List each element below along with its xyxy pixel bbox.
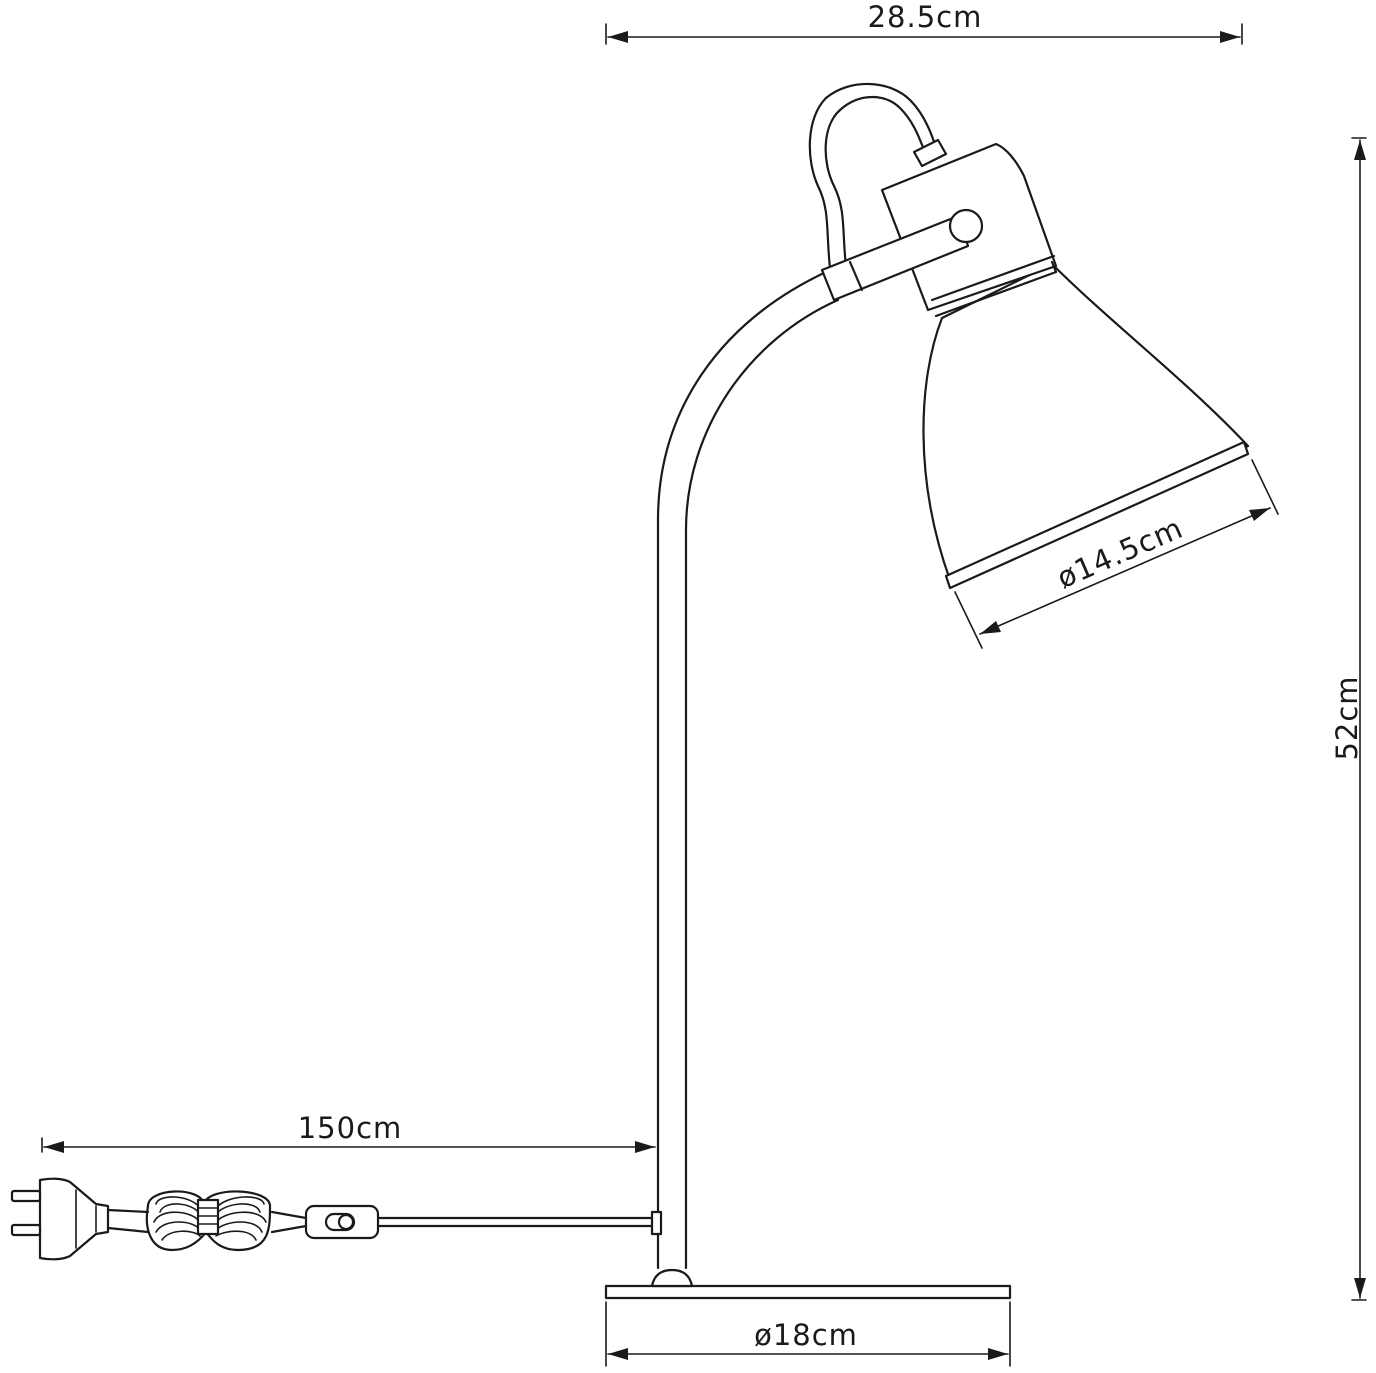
stem-foot [650,1268,694,1288]
shade-rim [944,440,1250,590]
cable-coil [145,1190,272,1252]
hinge-bar [820,214,970,302]
base-arrow-right [988,1348,1008,1360]
switch-toggle [337,1213,355,1231]
shade-extension-right [1251,459,1279,515]
height-dimension: 52cm [1330,137,1367,1301]
shade-arrow-left [980,621,1001,634]
cable-arrow-left [44,1141,64,1153]
hinge-bar-joint [848,260,864,292]
lamp-stem-outer [656,270,828,1270]
width-arrow-left [608,31,628,43]
lamp-stem-inner [684,298,840,1270]
shade-arrow-right [1249,508,1270,521]
coil-windings-right [215,1196,267,1241]
power-plug [10,1177,110,1261]
cable-length-label: 150cm [298,1111,403,1145]
height-arrow-top [1354,140,1366,160]
height-arrow-bottom [1354,1278,1366,1298]
housing-ring-2 [934,270,1058,318]
cable-grommet [650,1210,663,1236]
coil-windings-left [153,1196,201,1241]
cable-connector [912,138,948,168]
lamp-base [604,1284,1012,1300]
power-cord-assembly [10,1177,654,1261]
hinge-knob [948,208,984,244]
base-diameter-dimension: ø18cm [605,1301,1011,1367]
base-diameter-label: ø18cm [754,1318,858,1352]
shade-extension-left [954,591,983,649]
lamp-shade [922,262,1250,582]
width-arrow-right [1220,31,1240,43]
plug-pin-bottom [10,1223,42,1237]
cord-segment-mid-bottom [270,1224,308,1234]
lamp-cable-inner [824,96,926,268]
housing-ring-edge [1050,260,1058,274]
cord-segment-mid-top [270,1210,308,1220]
cable-length-dimension: 150cm [41,1111,656,1153]
lamp-cable-outer [808,82,938,270]
plug-pin-top [10,1189,42,1203]
base-arrow-left [608,1348,628,1360]
housing-ring-1 [930,254,1056,302]
cord-segment-left-top [106,1208,150,1214]
height-label: 52cm [1330,675,1364,760]
coil-tie [196,1198,220,1236]
width-label: 28.5cm [868,0,983,34]
cable-arrow-right [635,1141,655,1153]
cord-segment-left-bottom [106,1226,150,1234]
plug-body [38,1177,110,1261]
shade-dimension-line [979,507,1271,635]
lamp-drawing [604,82,1250,1300]
width-dimension: 28.5cm [605,0,1243,45]
